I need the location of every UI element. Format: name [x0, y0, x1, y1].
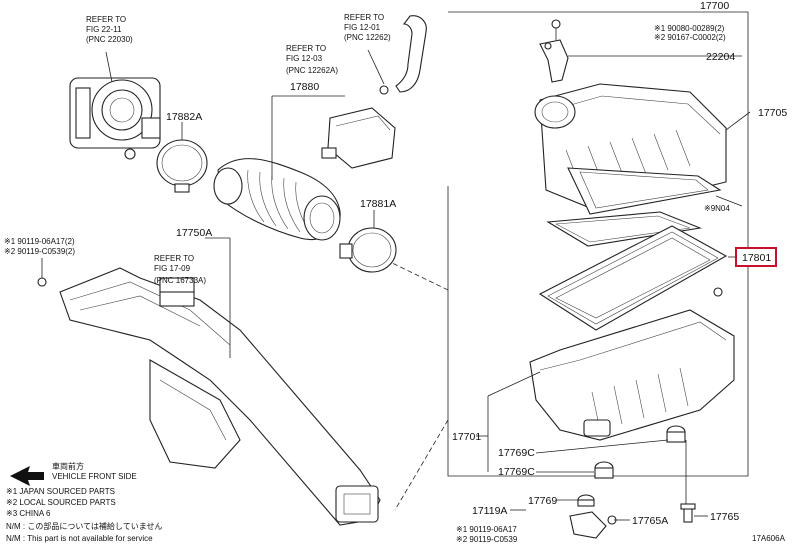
- ref2-line3[interactable]: (PNC 12262): [344, 33, 391, 42]
- highlight-box-17801: [735, 247, 777, 267]
- grommet-17769c[interactable]: [594, 461, 614, 479]
- ref2-line2[interactable]: FIG 12-01: [344, 23, 381, 32]
- hose-clamp-17882a[interactable]: [156, 139, 208, 193]
- label-17750a[interactable]: 17750A: [176, 227, 212, 239]
- leader-17701: [487, 371, 541, 397]
- label-17705[interactable]: 17705: [758, 107, 787, 119]
- leader-17705: [725, 111, 751, 131]
- ref1-line3[interactable]: (PNC 22030): [86, 35, 133, 44]
- air-cleaner-case-17701[interactable]: [529, 287, 735, 441]
- air-filter-element-17801[interactable]: [538, 225, 728, 331]
- label-17700[interactable]: 17700: [700, 0, 729, 12]
- legend-note1: ※1 JAPAN SOURCED PARTS: [6, 487, 115, 496]
- seal-ring[interactable]: [546, 211, 703, 247]
- label-17769[interactable]: 17769: [528, 495, 557, 507]
- legend-note2: ※2 LOCAL SOURCED PARTS: [6, 498, 116, 507]
- ref4-line1[interactable]: REFER TO: [154, 254, 194, 263]
- throttle-body[interactable]: [69, 77, 161, 160]
- label-17765[interactable]: 17765: [710, 511, 739, 523]
- label-bolt-c1[interactable]: ※1 90119-06A17: [456, 525, 517, 534]
- ref4-line3[interactable]: (PNC 16733A): [154, 276, 206, 285]
- label-bolt-a1[interactable]: ※1 90080-00289(2): [654, 24, 725, 33]
- ref-plate: [159, 291, 195, 307]
- bracket-17765a[interactable]: [569, 511, 617, 539]
- assembly-leader-bottom: [394, 419, 449, 511]
- bolt-17765[interactable]: [680, 503, 696, 523]
- intake-air-connector-17750a[interactable]: [37, 267, 381, 526]
- ref3-line2[interactable]: FIG 12-03: [286, 54, 323, 63]
- label-17882a[interactable]: 17882A: [166, 111, 202, 123]
- legend-front-jp: 車両前方: [52, 461, 84, 471]
- legend-nm-en: N/M : This part is not available for ser…: [6, 534, 153, 543]
- label-bolt-b2[interactable]: ※2 90119-C0539(2): [4, 247, 75, 256]
- ref1-line1[interactable]: REFER TO: [86, 15, 126, 24]
- label-17701[interactable]: 17701: [452, 431, 481, 443]
- label-17765a[interactable]: 17765A: [632, 515, 668, 527]
- label-n04[interactable]: ※9N04: [704, 204, 730, 213]
- label-bolt-c2[interactable]: ※2 90119-C0539: [456, 535, 518, 544]
- assembly-leader: [389, 261, 449, 291]
- label-22204[interactable]: 22204: [706, 51, 735, 63]
- leader-throttle: [105, 51, 113, 83]
- leader-17769c-1: [535, 439, 669, 454]
- label-17801[interactable]: 17801: [742, 252, 771, 264]
- resonator[interactable]: [321, 107, 396, 169]
- label-17881a[interactable]: 17881A: [360, 198, 396, 210]
- ref1-line2[interactable]: FIG 22-11: [86, 25, 122, 34]
- ref3-line3[interactable]: (PNC 12262A): [286, 66, 338, 75]
- legend-note3: ※3 CHINA 6: [6, 509, 51, 518]
- grommet-upper[interactable]: [666, 425, 686, 443]
- leader-n04: [715, 195, 743, 207]
- ref3-line1[interactable]: REFER TO: [286, 44, 326, 53]
- label-17119a[interactable]: 17119A: [472, 505, 507, 517]
- hose-clamp-17881a[interactable]: [339, 227, 397, 273]
- legend-front-en: VEHICLE FRONT SIDE: [52, 472, 137, 481]
- assembly-outline: [447, 11, 749, 477]
- collar-17769[interactable]: [577, 494, 595, 507]
- ref4-line2[interactable]: FIG 17-09: [154, 264, 191, 273]
- label-17880[interactable]: 17880: [290, 81, 319, 93]
- ref2-line1[interactable]: REFER TO: [344, 13, 384, 22]
- bracket-22204[interactable]: [539, 19, 569, 83]
- pcv-hose[interactable]: [379, 15, 427, 95]
- legend-nm-jp: N/M : この部品については補給していません: [6, 521, 162, 531]
- label-17769c-1[interactable]: 17769C: [498, 447, 535, 459]
- label-bolt-a2[interactable]: ※2 90167-C0002(2): [654, 33, 726, 42]
- label-bolt-b1[interactable]: ※1 90119-06A17(2): [4, 237, 75, 246]
- vehicle-front-arrow-icon: [10, 466, 44, 486]
- gasket[interactable]: [567, 167, 722, 215]
- leader-pcv: [367, 49, 385, 85]
- diagram-code: 17A606A: [752, 534, 786, 543]
- label-17769c-2[interactable]: 17769C: [498, 466, 535, 478]
- air-cleaner-hose-17880[interactable]: [213, 158, 341, 241]
